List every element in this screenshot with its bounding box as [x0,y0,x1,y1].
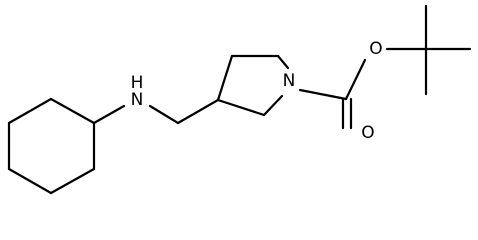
bond-nh-ch2 [148,104,180,125]
bond-c3-c4 [216,54,234,102]
ring-n-text: N [283,71,296,91]
bond-c5-n1 [276,54,290,70]
amine-nh-label: H N [131,73,144,110]
bond-cy2-cy3 [49,167,96,195]
bond-carbonyl-c-ester-o [344,58,367,101]
amine-h-text: H [131,73,144,93]
bond-n1-c2 [262,94,284,117]
pyrrolidine-ring [216,54,290,117]
bond-cy6-cy1 [49,97,96,125]
structure-diagram: H N N O O [7,4,472,195]
ester-o-text: O [369,39,382,59]
cyclohexane-ring [7,97,96,195]
bond-cy1-nh [92,104,126,125]
tert-butyl-group [424,4,472,96]
carbonyl-double-bond [341,97,353,130]
bond-c2-c3 [216,98,266,117]
amine-n-text: N [131,90,144,110]
bond-n1-carbonyl-c [298,88,348,101]
carbonyl-o-text: O [361,123,374,143]
bond-cy3-cy4 [7,167,53,195]
bond-cy5-cy6 [7,97,53,125]
bond-ch2-c3 [176,98,220,125]
